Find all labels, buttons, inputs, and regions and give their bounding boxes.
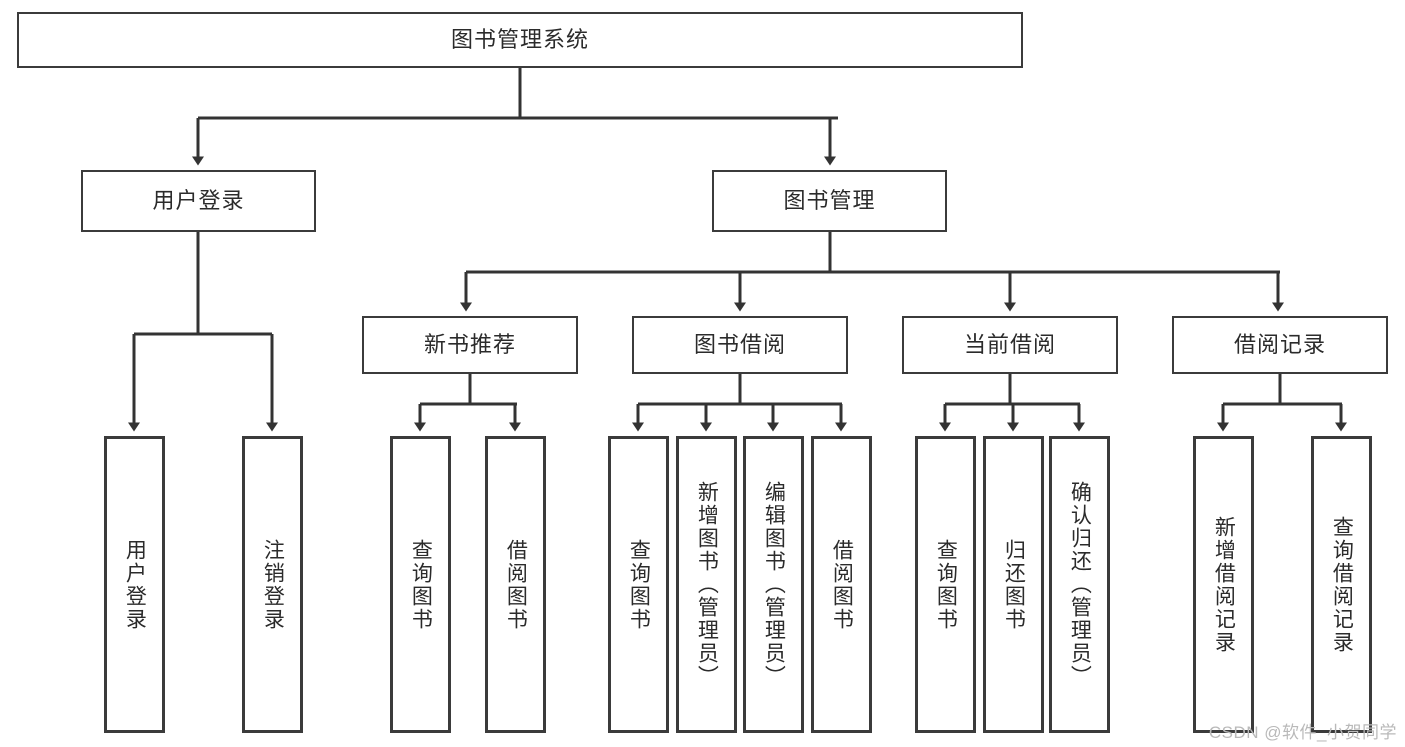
node-label: 当前借阅 (963, 331, 1056, 357)
node-current-borrow[interactable]: 当前借阅 (902, 316, 1118, 374)
node-label: 借阅图书 (830, 538, 854, 631)
node-label: 查询借阅记录 (1330, 515, 1354, 654)
node-label: 注销登录 (261, 538, 285, 631)
leaf-user-login-signin[interactable]: 用户登录 (104, 436, 165, 733)
leaf-current-query-book[interactable]: 查询图书 (915, 436, 976, 733)
leaf-borrow-edit-book-admin[interactable]: 编辑图书（管理员） (743, 436, 804, 733)
node-label: 借阅记录 (1233, 331, 1326, 357)
node-label: 编辑图书（管理员） (762, 481, 786, 688)
node-label: 确认归还（管理员） (1068, 481, 1092, 688)
node-label: 图书借阅 (693, 331, 786, 357)
leaf-borrow-add-book-admin[interactable]: 新增图书（管理员） (676, 436, 737, 733)
node-label: 查询图书 (627, 538, 651, 631)
leaf-user-login-signout[interactable]: 注销登录 (242, 436, 303, 733)
node-label: 新书推荐 (423, 331, 516, 357)
leaf-current-return-book[interactable]: 归还图书 (983, 436, 1044, 733)
node-label: 用户登录 (152, 187, 245, 213)
leaf-current-confirm-return-admin[interactable]: 确认归还（管理员） (1049, 436, 1110, 733)
leaf-borrow-borrow-book[interactable]: 借阅图书 (811, 436, 872, 733)
node-label: 新增借阅记录 (1212, 515, 1236, 654)
node-label: 查询图书 (409, 538, 433, 631)
node-new-book-recommend[interactable]: 新书推荐 (362, 316, 578, 374)
node-label: 图书管理 (783, 187, 876, 213)
leaf-record-add-record[interactable]: 新增借阅记录 (1193, 436, 1254, 733)
leaf-borrow-query-book[interactable]: 查询图书 (608, 436, 669, 733)
node-label: 新增图书（管理员） (695, 481, 719, 688)
node-label: 归还图书 (1002, 538, 1026, 631)
node-borrow-record[interactable]: 借阅记录 (1172, 316, 1388, 374)
watermark: CSDN @软件_小贺同学 (1208, 723, 1397, 742)
leaf-recommend-query-book[interactable]: 查询图书 (390, 436, 451, 733)
node-book-management[interactable]: 图书管理 (712, 170, 947, 232)
node-label: 借阅图书 (504, 538, 528, 631)
node-label: 图书管理系统 (450, 26, 589, 52)
node-label: 查询图书 (934, 538, 958, 631)
leaf-record-query-record[interactable]: 查询借阅记录 (1311, 436, 1372, 733)
node-book-borrow[interactable]: 图书借阅 (632, 316, 848, 374)
node-user-login[interactable]: 用户登录 (81, 170, 316, 232)
node-root-system[interactable]: 图书管理系统 (17, 12, 1023, 68)
leaf-recommend-borrow-book[interactable]: 借阅图书 (485, 436, 546, 733)
node-label: 用户登录 (123, 538, 147, 631)
